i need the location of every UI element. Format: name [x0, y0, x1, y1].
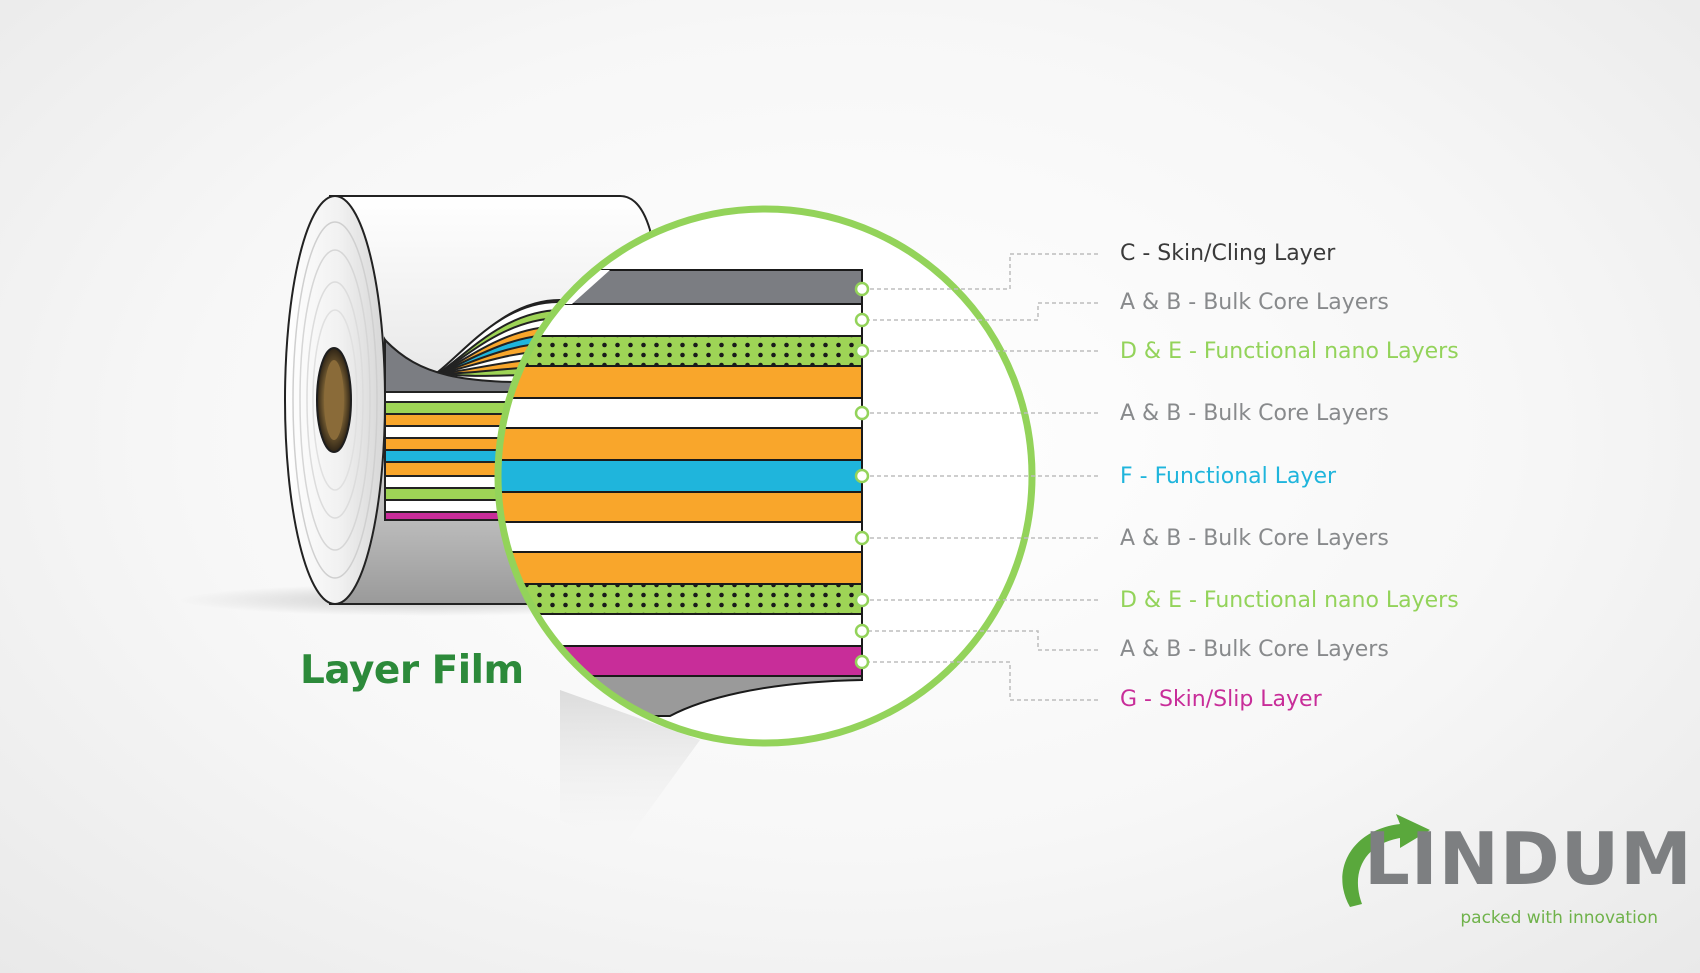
leader-line — [866, 661, 1098, 701]
leader-dot — [854, 468, 870, 484]
layer-label: A & B - Bulk Core Layers — [1120, 401, 1389, 426]
layer-label: A & B - Bulk Core Layers — [1120, 526, 1389, 551]
layer-band-bulk_core — [498, 397, 863, 429]
layer-band-nano — [498, 583, 863, 615]
layer-label: A & B - Bulk Core Layers — [1120, 290, 1389, 315]
leader-line — [866, 253, 1098, 290]
layer-band-orange — [498, 365, 863, 399]
layer-label: G - Skin/Slip Layer — [1120, 687, 1322, 712]
leader-dot — [854, 281, 870, 297]
leader-line — [866, 630, 1098, 651]
layer-label: C - Skin/Cling Layer — [1120, 241, 1336, 266]
leader-dot — [854, 530, 870, 546]
leader-dot — [854, 654, 870, 670]
leader-dot — [854, 405, 870, 421]
layer-label: A & B - Bulk Core Layers — [1120, 637, 1389, 662]
layer-label: F - Functional Layer — [1120, 464, 1337, 489]
leader-line — [866, 302, 1098, 321]
layer-band-orange — [498, 551, 863, 585]
brand-tagline: packed with innovation — [1460, 908, 1658, 928]
layer-label: D & E - Functional nano Layers — [1120, 339, 1459, 364]
leader-dot — [854, 343, 870, 359]
diagram-caption: Layer Film — [300, 648, 524, 693]
lens-shadow — [560, 690, 700, 850]
layer-band-orange — [498, 491, 863, 523]
layer-band-orange — [498, 427, 863, 461]
layer-band-functional — [498, 459, 863, 493]
leader-dot — [854, 623, 870, 639]
layer-band-skin_slip — [498, 645, 863, 677]
leader-lines — [854, 253, 1098, 701]
brand-name: LINDUM — [1364, 817, 1693, 901]
brand-logo: LINDUM packed with innovation — [1330, 812, 1692, 932]
swoosh-arrow-icon — [1342, 814, 1430, 907]
leader-dot — [854, 312, 870, 328]
leader-dot — [854, 592, 870, 608]
layer-label: D & E - Functional nano Layers — [1120, 588, 1459, 613]
layer-band-bulk_core — [498, 521, 863, 553]
